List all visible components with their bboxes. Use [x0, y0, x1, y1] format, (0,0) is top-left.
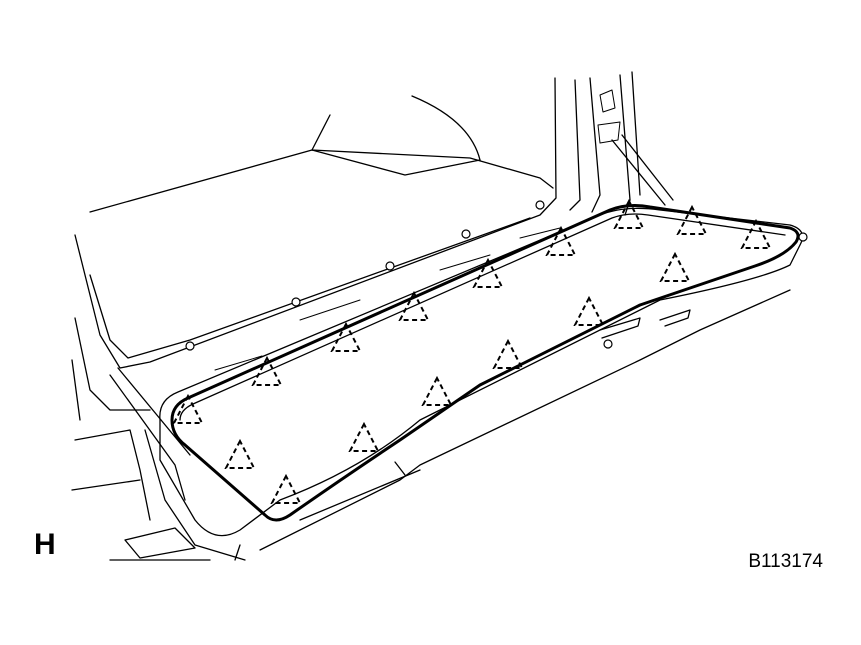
- weatherstrip-outline: [170, 204, 808, 522]
- marker-triangle: [270, 473, 302, 504]
- opening-bolts: [185, 200, 613, 351]
- back-door-panel: [144, 207, 804, 561]
- marker-triangle: [573, 295, 605, 326]
- marker-triangle: [224, 438, 256, 469]
- marker-triangle: [330, 321, 362, 352]
- figure-code: B113174: [748, 551, 823, 572]
- marker-triangle: [398, 290, 430, 321]
- marker-triangle: [172, 393, 204, 424]
- marker-triangle: [659, 251, 691, 282]
- panel-letter: H: [34, 528, 56, 561]
- marker-triangle: [251, 355, 283, 386]
- marker-triangle: [545, 225, 577, 256]
- vehicle-body-outline: [71, 71, 674, 561]
- marker-triangle: [740, 218, 772, 249]
- marker-triangle: [472, 257, 504, 288]
- marker-triangle: [492, 338, 524, 369]
- marker-triangle: [676, 204, 708, 235]
- marker-triangle: [421, 375, 453, 406]
- marker-triangle: [348, 421, 380, 452]
- clip-markers: [172, 198, 772, 504]
- marker-triangle: [613, 198, 645, 229]
